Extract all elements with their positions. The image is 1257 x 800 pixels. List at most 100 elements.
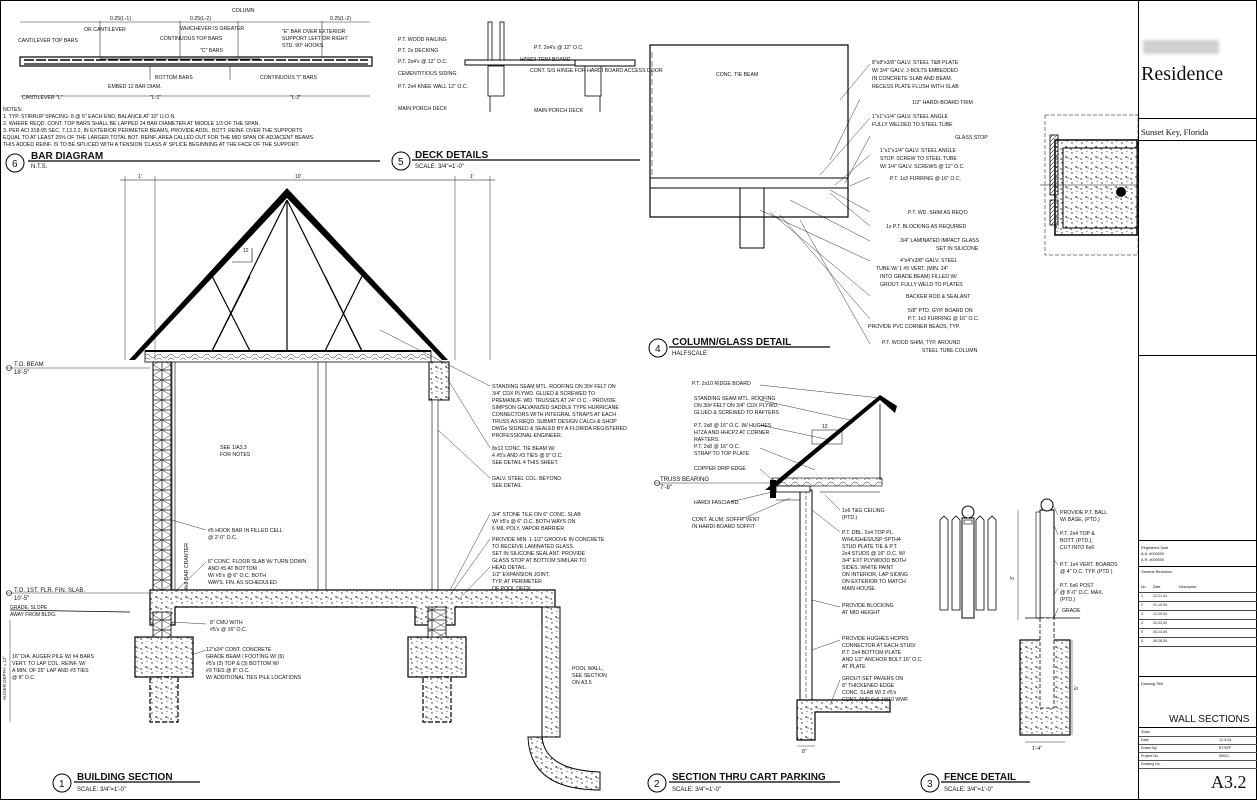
bar-label: 0.25(L-1)	[110, 16, 131, 22]
cart-label: STANDING SEAM MTL. ROOFING	[694, 396, 775, 402]
column-label: CONC. TIE BEAM	[716, 72, 758, 78]
section-label: GLASS STOP AT BOTTOM SIMILAR TO	[492, 558, 586, 564]
fence-label: @ 8'-0" O.C. MAX.	[1060, 590, 1103, 596]
cart-label: P.T. 2x8 @ 16" O.C.	[694, 444, 740, 450]
section-label: 16" DIA. AUGER PILE W/ #4 BARS	[12, 654, 95, 660]
fence-label: PROVIDE P.T. BALL	[1060, 510, 1107, 516]
cart-label: SIDES. WHITE PAINT	[842, 565, 894, 571]
detail-scale: SCALE: 3/4"=1'-0"	[77, 787, 126, 793]
note-line: 1. TYP. STIRRUP SPACING: 8 @ 6" EACH END…	[3, 114, 176, 120]
cart-label: CONT. AND 6x6 10/10 WWF	[842, 697, 908, 703]
drawing-title-label: Drawing Title	[1141, 682, 1163, 686]
column-label: TUBE W/ 1 #5 VERT. (MIN. 24"	[876, 266, 949, 272]
section-label: 4x8 BAR CRANTER	[184, 543, 190, 590]
section-label: 8" CMU WITH	[210, 620, 243, 626]
fence-label: P.T. 1x4 VERT. BOARDS	[1060, 562, 1118, 568]
revisions-heading: General Revisions	[1141, 570, 1173, 574]
section-label: HEAD DETAIL.	[492, 565, 527, 571]
section-label: #3 TIES @ 8" O.C.	[206, 668, 250, 674]
dim-text: 1'-4"	[1032, 746, 1042, 752]
detail-scale: SCALE: 3/4"=1'-0"	[415, 164, 464, 170]
column-label: P.T. WD. SHIM AS REQ'D	[908, 210, 968, 216]
deck-label: HARDI-TRIM BOARD	[520, 57, 571, 63]
cart-label: IN HARDI-BOARD SOFFIT	[692, 524, 756, 530]
dim-text: 10'	[295, 174, 302, 180]
fence-label: GRADE	[1062, 608, 1081, 614]
elevation-note: GRADE, SLOPE	[10, 605, 48, 611]
deck-label: P.T. 2x DECKING	[398, 48, 438, 54]
column-label: SET IN SILICONE	[936, 246, 979, 252]
rev-col-header: No.	[1141, 585, 1147, 589]
section-label: 3/4" CDX PLYWD. GLUED & SCREWED TO	[492, 391, 595, 397]
deck-label: CEMENTITIOUS SIDING	[398, 71, 457, 77]
section-label: 6 MIL POLY. VAPOR BARRIER	[492, 526, 564, 532]
section-label: 1/2" EXPANSION JOINT,	[492, 572, 550, 578]
column-label: BACKER ROD & SEALANT	[906, 294, 971, 300]
note-line: 3. PER ACI 318-95 SEC. 7.13.2.2, IN EXTE…	[3, 128, 303, 134]
detail-title: COLUMN/GLASS DETAIL	[672, 337, 791, 348]
project-name: Residence	[1141, 63, 1224, 85]
column-label: 3/4" LAMINATED IMPACT GLASS	[900, 238, 980, 244]
cart-label: TRUSS BEARING	[660, 477, 709, 483]
cart-label: 7'-8"	[660, 485, 672, 491]
section-label: @ 2'-0" O.C.	[208, 535, 237, 541]
cart-label: 2x4 STUDS @ 16" O.C. W/	[842, 551, 906, 557]
bar-label: SUPPORT LEFT OR RIGHT	[282, 36, 349, 42]
column-label: 1x P.T. BLOCKING AS REQUIRED	[886, 224, 967, 230]
cart-label: ON INTERIOR, LAP SIDING	[842, 572, 908, 578]
elevation-value: 18'-5"	[14, 370, 29, 376]
elevation-label: T.O. 1ST. FLR. FIN. SLAB.	[14, 588, 85, 594]
section-label: A MIN. OF 25" LAP AND #3 TIES	[12, 668, 89, 674]
title-block: Residence Sunset Key, Florida Registered…	[1138, 0, 1257, 800]
elevation-note: AWAY FROM BLDG.	[10, 612, 56, 618]
detail-scale: SCALE: 3/4"=1'-0"	[944, 787, 993, 793]
detail-scale: HALFSCALE	[672, 351, 707, 357]
bar-label: CANTILEVER TOP BARS	[18, 38, 79, 44]
seal-label: Registered Seal	[1141, 546, 1169, 550]
column-label: 1/2" HARDI-BOARD TRIM	[912, 100, 973, 106]
cart-label: ON 30# FELT ON 3/4" CDX PLYWD.	[694, 403, 779, 409]
deck-label: P.T. WOOD RAILING	[398, 37, 447, 43]
bar-label: CONTINUOUS TOP BARS	[160, 36, 223, 42]
section-label: SEE DETAIL 4 THIS SHEET.	[492, 460, 559, 466]
note-line: NOTES:	[3, 107, 22, 113]
bar-label: OR CANTILEVER	[84, 27, 126, 33]
section-label: GALV. STEEL COL. BEYOND.	[492, 476, 562, 482]
sheet-number: A3.2	[1211, 772, 1247, 792]
elevation-label: T.O. BEAM	[14, 362, 44, 368]
cart-label: STUD PLATE TIE & P.T.	[842, 544, 898, 550]
detail-number: 3	[927, 779, 933, 790]
column-label: 4"x4"x3/8" GALV. STEEL	[900, 258, 958, 264]
column-label: W/ 3/4" GALV. J-BOLTS EMBEDDED	[872, 68, 958, 74]
deck-label: P.T. 2x4's @ 12" O.C.	[398, 59, 448, 65]
detail-title: BAR DIAGRAM	[31, 151, 103, 162]
bar-label: "L-2"	[290, 95, 301, 101]
bar-label: CANTILEVER "L"	[22, 95, 63, 101]
column-label: 5/8" PTD. GYP. BOARD ON	[908, 308, 973, 314]
section-label: ON A3.5	[572, 680, 592, 686]
section-label: #5's (3) TOP & (3) BOTTOM W/	[206, 661, 280, 667]
firm-logo	[1143, 40, 1219, 54]
deck-details-detail: P.T. WOOD RAILING P.T. 2x DECKING P.T. 2…	[391, 21, 663, 171]
cart-parking-detail: 12 8" P.T. 2x10 RIDGE BOARD STANDING SEA…	[647, 381, 923, 793]
title-field: Scale	[1139, 728, 1257, 737]
cart-label: RAFTERS.	[694, 437, 720, 443]
bar-label: "C" BARS	[200, 48, 224, 54]
detail-number: 4	[655, 344, 661, 355]
cart-label: MAIN HOUSE.	[842, 586, 876, 592]
dim-text: 12	[822, 424, 828, 430]
column-label: P.T. 1x3 FURRING @ 16" O.C.	[890, 176, 961, 182]
cart-label: 1x6 T&G CEILING	[842, 508, 885, 514]
section-label: 3/4" STONE TILE ON 6" CONC. SLAB	[492, 512, 581, 518]
cart-label: CONNECTOR AT EACH STUD/	[842, 643, 916, 649]
fence-label: BOTT. (PTD.),	[1060, 538, 1093, 544]
fence-label: @ 4" O.C. TYP. (PTD.)	[1060, 569, 1113, 575]
section-label: SET IN SILICONE SEALANT. PROVIDE	[492, 551, 586, 557]
detail-number: 1	[59, 779, 65, 790]
bar-label: WHICHEVER IS GREATER	[180, 26, 244, 32]
section-label: @ 8" O.C.	[12, 675, 36, 681]
